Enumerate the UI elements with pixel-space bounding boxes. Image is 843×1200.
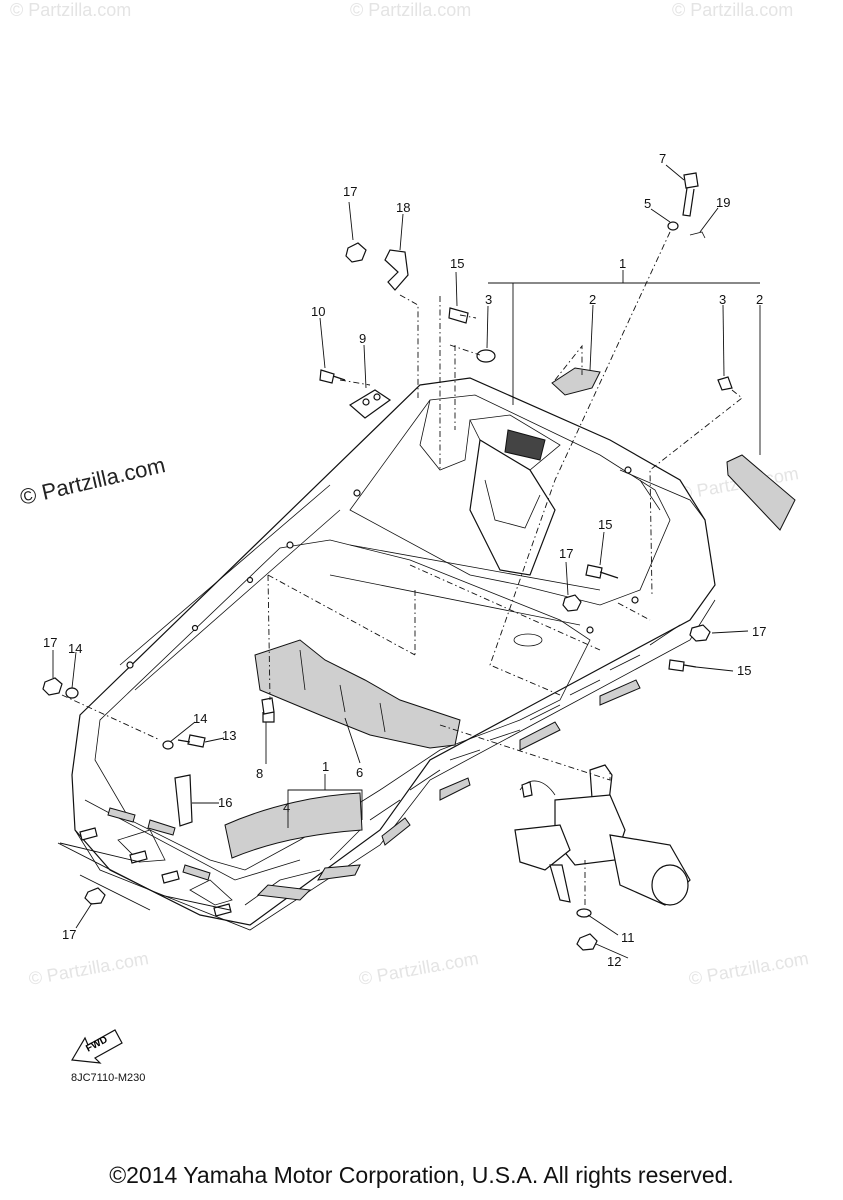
callout-15: 15: [737, 663, 751, 678]
callout-15: 15: [450, 256, 464, 271]
copyright-notice: ©2014 Yamaha Motor Corporation, U.S.A. A…: [109, 1162, 734, 1188]
callout-18: 18: [396, 200, 410, 215]
part-17-nut: [345, 242, 367, 263]
callout-15: 15: [598, 517, 612, 532]
part-2-pad-right: [726, 454, 796, 531]
part-12-nut: [576, 933, 598, 951]
part-8-plug: [261, 697, 275, 723]
callout-3: 3: [719, 292, 726, 307]
callout-17: 17: [343, 184, 357, 199]
callout-6: 6: [356, 765, 363, 780]
callout-1: 1: [322, 759, 329, 774]
callout-3: 3: [485, 292, 492, 307]
hull-frame: [71, 377, 716, 931]
part-9-plate: [348, 389, 392, 419]
part-14-washer: [65, 687, 79, 699]
callout-9: 9: [359, 331, 366, 346]
watermark: © Partzilla.com: [350, 0, 471, 20]
callout-2: 2: [589, 292, 596, 307]
callout-17: 17: [62, 927, 76, 942]
part-15-bolt: [448, 307, 469, 324]
part-4-mat: [224, 792, 363, 859]
part-14-washer: [162, 740, 174, 750]
part-7-bolt: [682, 172, 699, 217]
callout-11: 11: [621, 930, 635, 945]
part-10-bolt: [319, 369, 346, 384]
callout-14: 14: [68, 641, 82, 656]
callout-4: 4: [283, 800, 290, 815]
part-3-cap-right: [717, 376, 733, 391]
part-15-bolt: [585, 564, 619, 579]
callout-14: 14: [193, 711, 207, 726]
leader-lines: [52, 164, 761, 959]
dashed-lines: [61, 231, 743, 905]
part-19-clip: [689, 231, 706, 239]
part-2-pad: [551, 367, 601, 396]
part-16-strap: [174, 774, 193, 827]
callout-19: 19: [716, 195, 730, 210]
callout-10: 10: [311, 304, 325, 319]
callout-1: 1: [619, 256, 626, 271]
callout-17: 17: [43, 635, 57, 650]
watermark: © Partzilla.com: [357, 948, 480, 989]
part-17-nut: [84, 887, 106, 905]
part-13-bolt: [177, 734, 206, 748]
diagram-code: 8JC7110-M230: [71, 1072, 146, 1084]
part-5-washer: [667, 221, 679, 231]
watermark: © Partzilla.com: [672, 0, 793, 20]
part-17-nut: [562, 594, 582, 612]
callout-12: 12: [607, 954, 621, 969]
watermark: © Partzilla.com: [10, 0, 131, 20]
part-6-duct: [254, 639, 461, 749]
fwd-arrow-icon: FWD: [71, 1029, 123, 1064]
part-17-nut: [42, 677, 63, 696]
callout-17: 17: [559, 546, 573, 561]
callout-17: 17: [752, 624, 766, 639]
watermark-side: © Partzilla.com: [18, 452, 168, 510]
steering-actuator-assembly: [514, 764, 691, 951]
part-17-nut: [689, 624, 711, 642]
callout-7: 7: [659, 151, 666, 166]
part-15-bolt: [668, 659, 697, 672]
watermark: © Partzilla.com: [27, 948, 150, 989]
part-3-cap: [476, 349, 496, 363]
callout-2: 2: [756, 292, 763, 307]
watermark: © Partzilla.com: [687, 948, 810, 989]
part-18-bracket: [384, 249, 409, 291]
callout-8: 8: [256, 766, 263, 781]
callout-13: 13: [222, 728, 236, 743]
callout-5: 5: [644, 196, 651, 211]
parts-layer: FWD: [42, 172, 796, 1064]
callout-16: 16: [218, 795, 232, 810]
callout-labels: 17 18 15 10 9 3 2 1 3 2 7 5 19 15 17 17 …: [43, 151, 766, 969]
